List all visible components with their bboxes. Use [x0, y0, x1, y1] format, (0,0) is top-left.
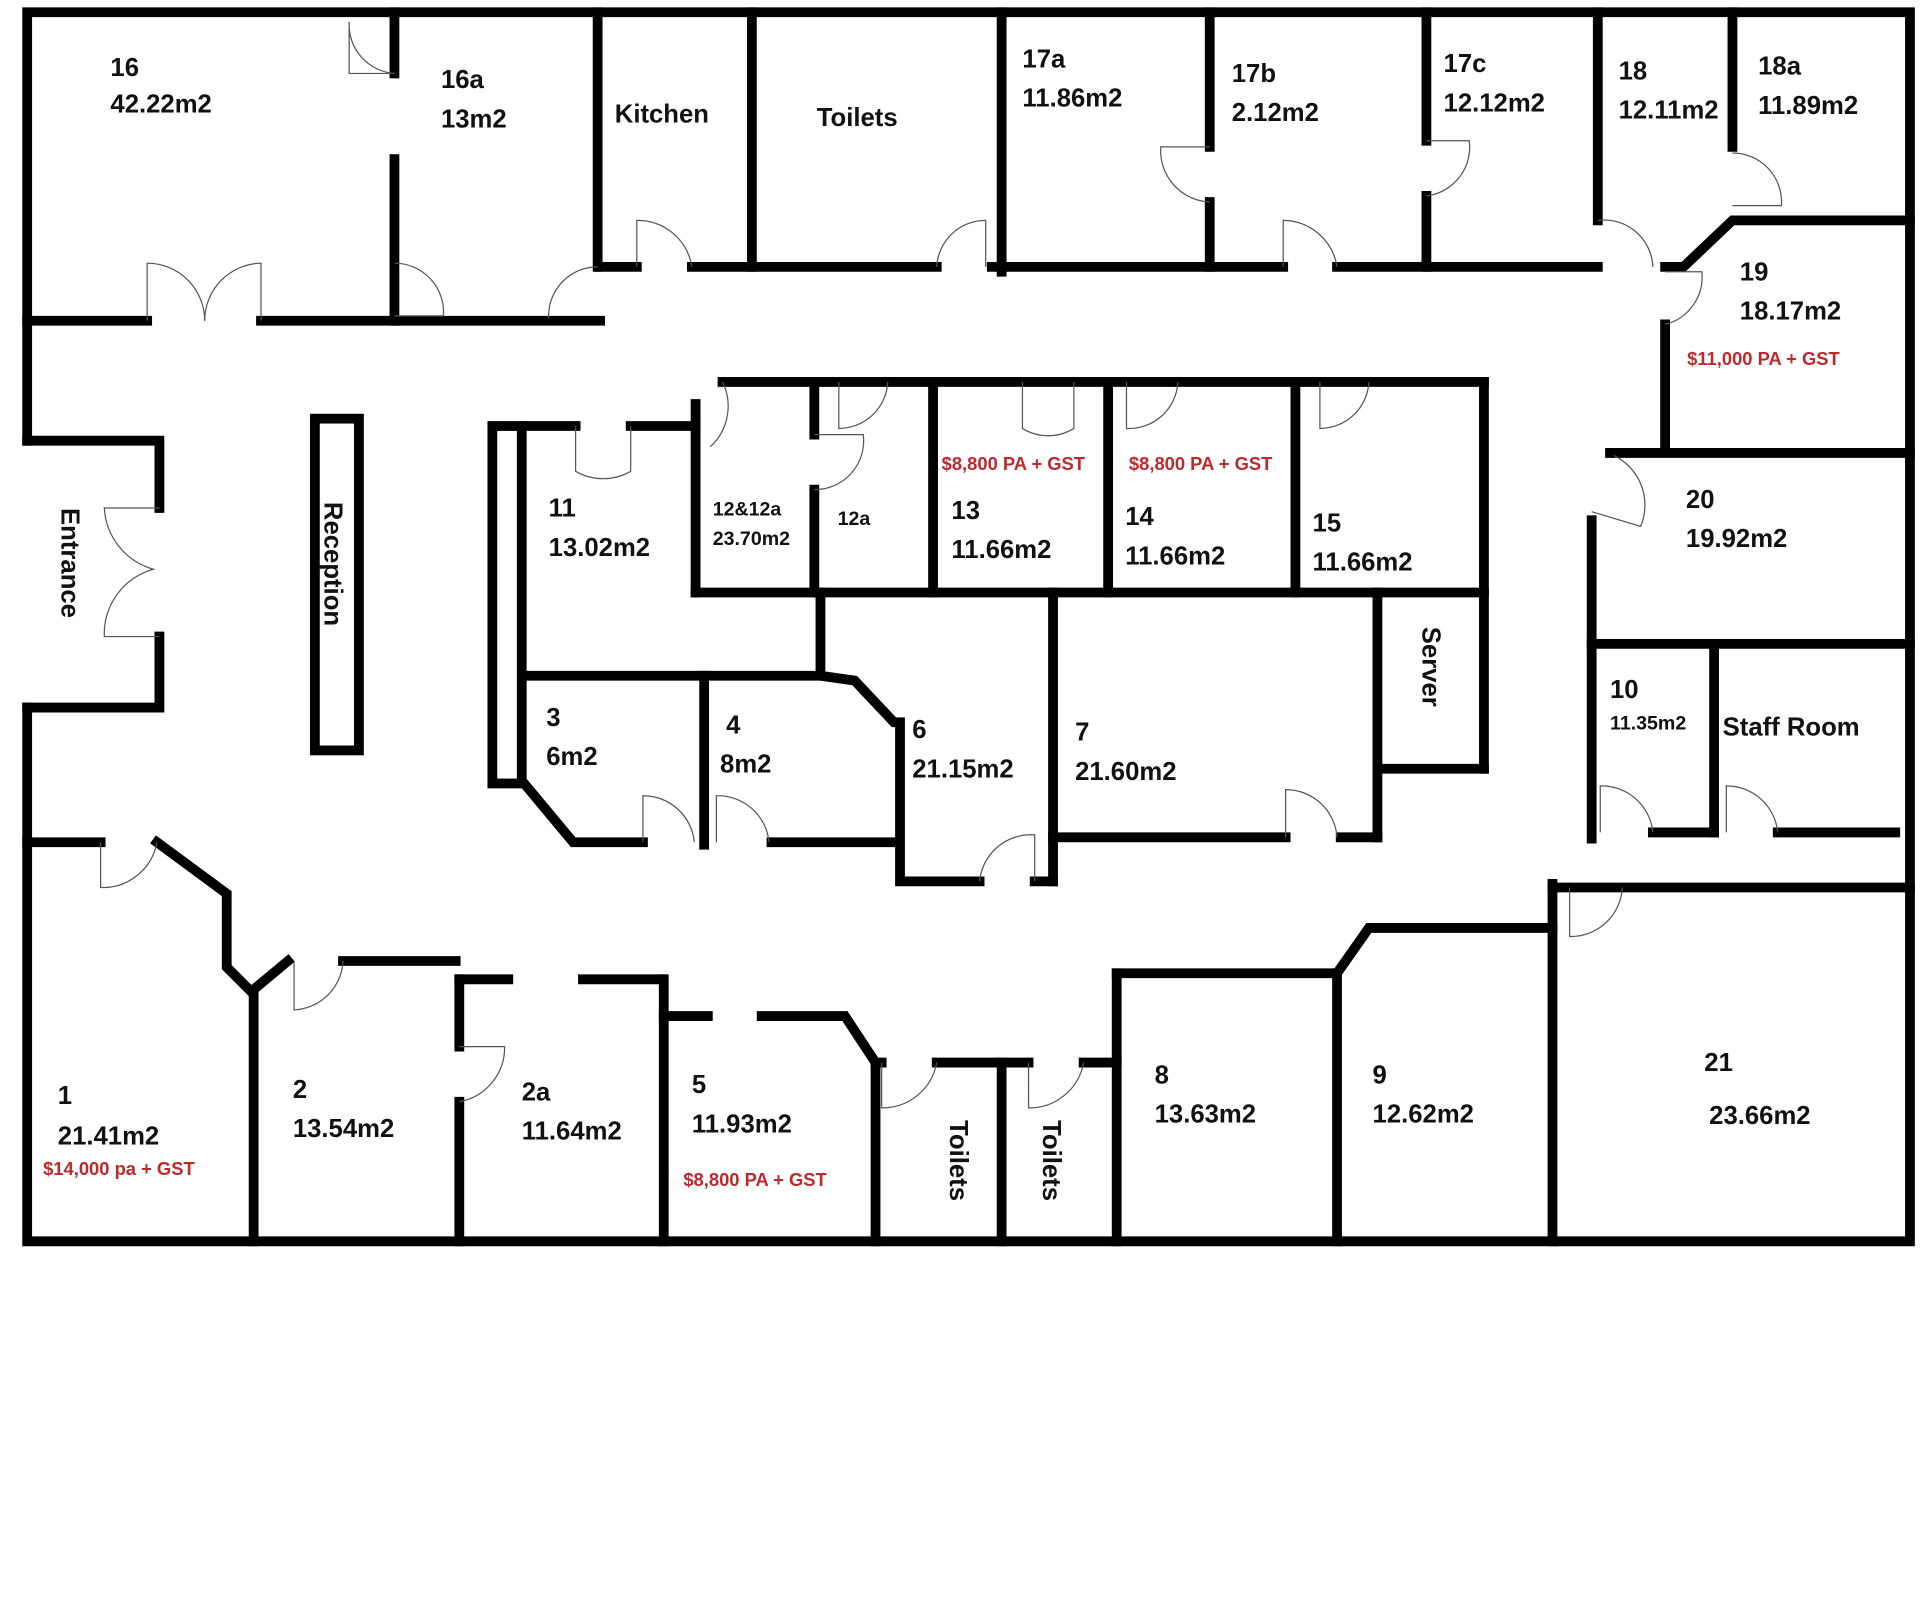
- reception-label: Reception: [319, 502, 347, 626]
- room-6-area: 21.15m2: [912, 755, 1013, 783]
- room-21-number: 21: [1704, 1049, 1733, 1077]
- room-7-area: 21.60m2: [1075, 758, 1176, 786]
- room-10-number: 10: [1610, 676, 1639, 704]
- kitchen-label: Kitchen: [615, 100, 709, 128]
- room-19-number: 19: [1740, 258, 1769, 286]
- room-10-area: 11.35m2: [1610, 713, 1686, 735]
- room-2a-number: 2a: [522, 1079, 551, 1107]
- room-12-number: 12&12a: [713, 498, 783, 520]
- room-4-area: 8m2: [720, 750, 771, 778]
- room-15-number: 15: [1313, 509, 1342, 537]
- room-8-number: 8: [1155, 1061, 1169, 1089]
- room-16a-area: 13m2: [441, 105, 507, 133]
- room-19-price: $11,000 PA + GST: [1687, 348, 1840, 369]
- staff-room-label: Staff Room: [1723, 714, 1860, 742]
- room-5-area: 11.93m2: [692, 1110, 792, 1138]
- room-12-area: 23.70m2: [713, 528, 790, 550]
- room-2-number: 2: [293, 1076, 307, 1104]
- room-18a-area: 11.89m2: [1758, 92, 1858, 120]
- room-17a-area: 11.86m2: [1022, 85, 1122, 113]
- room-12a-number: 12a: [838, 508, 872, 530]
- room-15-area: 11.66m2: [1313, 548, 1413, 576]
- room-16-number: 16: [110, 54, 139, 82]
- door-swings: [100, 22, 1783, 1109]
- room-16-area: 42.22m2: [110, 91, 211, 119]
- room-3-area: 6m2: [546, 743, 597, 771]
- room-18-number: 18: [1619, 58, 1648, 86]
- room-4-number: 4: [726, 711, 741, 739]
- room-7-number: 7: [1075, 719, 1089, 747]
- room-2a-area: 11.64m2: [522, 1118, 622, 1146]
- room-21-area: 23.66m2: [1709, 1102, 1810, 1130]
- toilets-bottom-2-label: Toilets: [1037, 1120, 1065, 1201]
- toilets-top-label: Toilets: [817, 104, 898, 132]
- room-1-number: 1: [58, 1082, 72, 1110]
- room-5-number: 5: [692, 1071, 706, 1099]
- room-17b-number: 17b: [1232, 60, 1276, 88]
- walls: [22, 7, 1915, 1247]
- room-9-area: 12.62m2: [1373, 1101, 1474, 1129]
- room-13-price: $8,800 PA + GST: [942, 453, 1086, 474]
- room-11-area: 13.02m2: [549, 534, 650, 562]
- room-18a-number: 18a: [1758, 53, 1802, 81]
- room-19-area: 18.17m2: [1740, 298, 1841, 326]
- room-14-area: 11.66m2: [1125, 542, 1225, 570]
- room-11-number: 11: [549, 495, 576, 523]
- room-13-number: 13: [951, 497, 980, 525]
- room-20-area: 19.92m2: [1686, 525, 1787, 553]
- room-2-area: 13.54m2: [293, 1115, 394, 1143]
- room-3-number: 3: [546, 704, 560, 732]
- room-16a-number: 16a: [441, 66, 485, 94]
- room-9-number: 9: [1373, 1061, 1387, 1089]
- room-6-number: 6: [912, 716, 926, 744]
- room-labels: 16 42.22m2 16a 13m2 Kitchen Toilets 17a …: [43, 45, 1860, 1201]
- room-5-price: $8,800 PA + GST: [683, 1169, 827, 1190]
- room-13-area: 11.66m2: [951, 536, 1051, 564]
- entrance-label: Entrance: [55, 508, 83, 618]
- room-17c-number: 17c: [1444, 50, 1487, 78]
- server-label: Server: [1417, 627, 1445, 707]
- room-17a-number: 17a: [1022, 45, 1066, 73]
- room-20-number: 20: [1686, 486, 1715, 514]
- room-14-number: 14: [1125, 503, 1154, 531]
- room-8-area: 13.63m2: [1155, 1101, 1256, 1129]
- room-1-area: 21.41m2: [58, 1123, 159, 1151]
- room-17b-area: 2.12m2: [1232, 99, 1319, 127]
- toilets-bottom-1-label: Toilets: [944, 1120, 972, 1201]
- room-18-area: 12.11m2: [1619, 97, 1719, 125]
- room-1-price: $14,000 pa + GST: [43, 1158, 195, 1179]
- room-17c-area: 12.12m2: [1444, 89, 1545, 117]
- room-14-price: $8,800 PA + GST: [1129, 453, 1273, 474]
